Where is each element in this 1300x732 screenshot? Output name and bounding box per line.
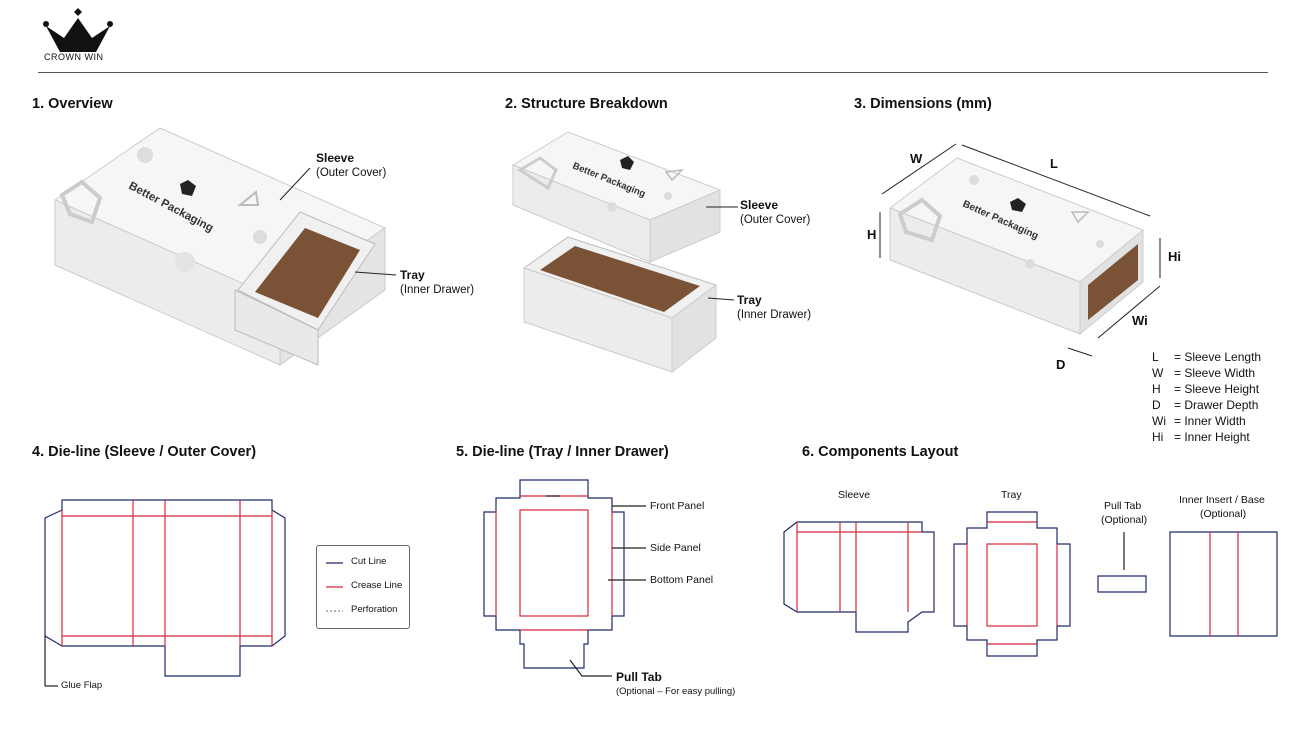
dim-label-l: L [1050,156,1058,171]
dim-key-row: D= Drawer Depth [1152,398,1259,412]
sleeve-dieline [44,499,286,687]
dimensions-title: 3. Dimensions (mm) [854,96,992,112]
dimensions-box-illustration [879,143,1161,357]
dieline-legend-lines [326,562,343,612]
tray-dieline [483,479,646,677]
crown-logo-icon [43,8,113,52]
components-insert [1169,531,1278,637]
glue-flap-label: Glue Flap [61,680,103,691]
dim-key-row: Hi= Inner Height [1152,430,1250,444]
side-panel-label: Side Panel [650,542,701,554]
overview-box-illustration [53,127,397,366]
dimension-key: L= Sleeve Length W= Sleeve Width H= Slee… [1152,349,1261,445]
overview-sleeve-label: Sleeve [316,151,355,165]
dim-key-row: H= Sleeve Height [1152,382,1260,396]
dim-label-hi: Hi [1168,249,1181,264]
dim-label-h: H [867,227,877,242]
structure-sleeve-label: Sleeve [740,198,779,212]
legend-crease-line: Crease Line [351,580,403,591]
components-tray-dieline [953,511,1071,657]
components-pull-tab-sub: (Optional) [1101,514,1148,526]
structure-tray-label: Tray [737,293,762,307]
structure-title: 2. Structure Breakdown [505,96,668,112]
dim-key-row: L= Sleeve Length [1152,350,1262,364]
components-insert-sub: (Optional) [1200,508,1247,520]
structure-tray-sub: (Inner Drawer) [737,309,812,321]
components-sleeve-label: Sleeve [838,489,871,501]
dim-label-wi: Wi [1132,313,1148,328]
components-insert-label: Inner Insert / Base [1179,494,1265,506]
dieline-legend [316,545,410,629]
dim-key-row: W= Sleeve Width [1152,366,1256,380]
legend-perforation: Perforation [351,604,398,615]
components-title: 6. Components Layout [802,444,959,460]
components-pull-tab-label: Pull Tab [1104,500,1142,512]
overview-tray-label: Tray [400,268,425,282]
dieline-tray-title: 5. Die-line (Tray / Inner Drawer) [456,444,669,460]
structure-sleeve-illustration [511,131,738,263]
structure-sleeve-sub: (Outer Cover) [740,214,811,226]
overview-title: 1. Overview [32,96,113,112]
dim-label-d: D [1056,357,1066,372]
components-sleeve-dieline [783,521,935,633]
components-tray-label: Tray [1001,489,1022,501]
legend-cut-line: Cut Line [351,556,387,567]
pull-tab-label: Pull Tab [616,670,662,684]
front-panel-label: Front Panel [650,500,705,512]
overview-tray-sub: (Inner Drawer) [400,284,475,296]
bottom-panel-label: Bottom Panel [650,574,714,586]
dim-label-w: W [910,151,923,166]
dim-key-row: Wi= Inner Width [1152,414,1246,428]
header-divider [38,72,1268,73]
brand-name: CROWN WIN [44,52,104,62]
structure-tray-illustration [522,236,735,374]
overview-sleeve-sub: (Outer Cover) [316,167,387,179]
components-pull-tab [1097,532,1147,593]
dieline-sleeve-title: 4. Die-line (Sleeve / Outer Cover) [32,444,257,460]
pull-tab-sub: (Optional – For easy pulling) [616,686,736,697]
